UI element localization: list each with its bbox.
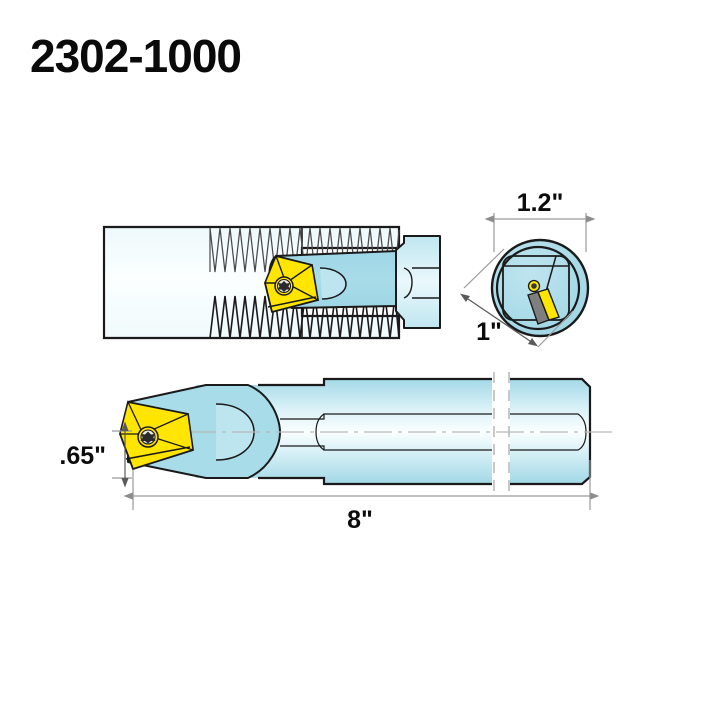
dimension-label-8in: 8" [347, 506, 373, 534]
dimension-1in: 1" [460, 248, 574, 348]
side-view: .65" 8" [59, 372, 612, 534]
dimension-8in: 8" [123, 460, 600, 534]
page-title: 2302-1000 [30, 30, 242, 82]
end-view: 1.2" 1" [460, 189, 596, 348]
triangular-threading-insert [263, 254, 319, 313]
dimension-label-1in: 1" [476, 318, 502, 346]
shank-collar [395, 235, 441, 329]
dimension-1.2in: 1.2" [484, 189, 596, 252]
dimension-.65in: .65" [59, 421, 132, 488]
end-view-inner-circle [495, 245, 581, 331]
torx-clamp-screw-side [137, 426, 159, 448]
dimension-label-1.2in: 1.2" [517, 189, 564, 217]
torx-clamp-screw [274, 276, 294, 296]
section-view [102, 225, 441, 340]
side-view-insert [119, 400, 194, 470]
dimension-label-.65in: .65" [59, 442, 106, 470]
